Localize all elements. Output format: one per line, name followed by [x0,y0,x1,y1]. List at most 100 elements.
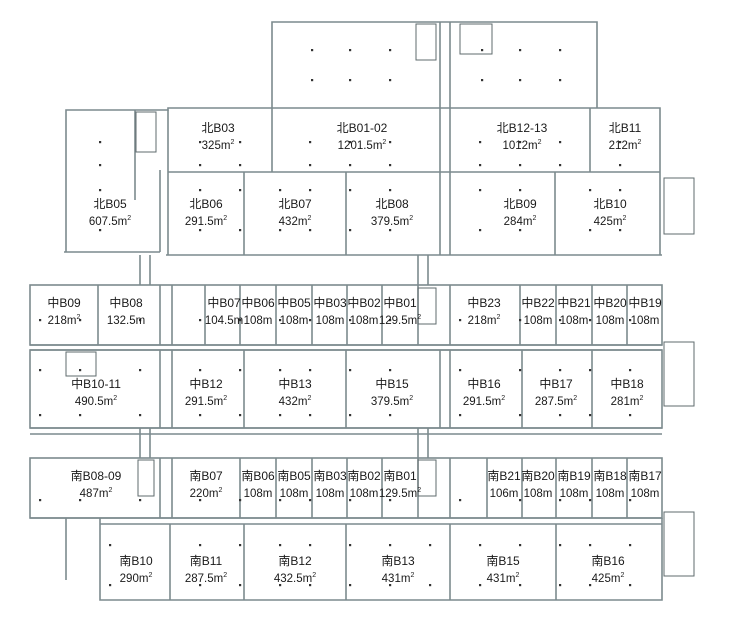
column-dot [279,584,282,587]
unit-area: 607.5m2 [89,215,131,228]
unit-area: 108m [524,315,553,327]
unit-area-exponent: 2 [501,395,505,402]
unit-area-value: 432m [279,396,308,408]
column-dot [559,164,562,167]
column-dot [389,229,392,232]
unit-area-value: 108m [524,488,553,500]
unit-area-value: 106m [490,488,519,500]
unit-area-value: 487m [80,488,109,500]
structural-columns [39,49,632,587]
column-dot [239,414,242,417]
unit-name: 北B06 [189,197,223,211]
column-dot [279,499,282,502]
column-dot [479,584,482,587]
column-dot [349,79,352,82]
column-dot [589,544,592,547]
column-dot [389,369,392,372]
unit-name: 南B21 [487,468,521,483]
column-dot [459,319,462,322]
column-dot [39,369,42,372]
stair-core-south-left [137,459,155,497]
unit-name: 中B20 [593,295,627,310]
column-dot [629,319,632,322]
unit-area-exponent: 2 [148,572,152,579]
column-dot [309,189,312,192]
unit-name: 南B12 [278,553,312,568]
column-dot [99,229,102,232]
column-dot [199,369,202,372]
column-dot [459,499,462,502]
unit-area: 325m2 [202,139,235,152]
column-dot [479,141,482,144]
unit-area-exponent: 2 [218,487,222,494]
lift-core-north [459,23,493,55]
column-dot [79,499,82,502]
column-dot [279,319,282,322]
wall-north-band [65,107,661,255]
unit-area-exponent: 2 [515,572,519,579]
unit-area: 108m [244,315,273,327]
column-dot [481,49,484,52]
column-dot [519,49,522,52]
unit-area: 218m2 [48,314,81,327]
walls [29,21,663,601]
unit-area: 108m [350,488,379,500]
unit-area-value: 108m [350,315,379,327]
unit-area-value: 108m [280,488,309,500]
column-dot [309,369,312,372]
unit-area: 108m [560,315,589,327]
unit-name: 北B11 [609,121,642,135]
unit-name: 中B07 [207,295,241,310]
unit-area-value: 291.5m [185,216,223,228]
column-dot [629,369,632,372]
column-dot [309,414,312,417]
unit-area-exponent: 2 [409,215,413,222]
column-dot [199,189,202,192]
unit-area: 431m2 [487,572,520,585]
unit-area: 379.5m2 [371,395,413,408]
stair-core-east-1 [663,177,695,235]
column-dot [559,141,562,144]
column-dot [589,499,592,502]
unit-name: 南B02 [347,468,381,483]
column-dot [519,164,522,167]
column-dot [589,584,592,587]
unit-name: 中B18 [610,376,644,391]
column-dot [479,189,482,192]
unit-area-exponent: 2 [307,215,311,222]
unit-area-value: 425m [592,573,621,585]
unit-area-exponent: 2 [496,314,500,321]
column-dot [619,229,622,232]
unit-area-value: 291.5m [463,396,501,408]
unit-name: 中B03 [313,295,347,310]
unit-area: 432m2 [279,395,312,408]
unit-area: 432m2 [279,215,312,228]
column-dot [309,164,312,167]
wall-north-top [271,21,598,108]
unit-name: 南B20 [521,468,555,483]
unit-area: 291.5m2 [185,215,227,228]
column-dot [279,414,282,417]
unit-area: 108m [631,315,660,327]
column-dot [519,79,522,82]
unit-area: 129.5m2 [379,314,421,327]
column-dot [389,544,392,547]
column-dot [559,499,562,502]
column-dot [109,584,112,587]
unit-name: 北B08 [375,197,409,211]
unit-area-exponent: 2 [620,572,624,579]
column-dot [349,141,352,144]
unit-area-value: 132.5m [107,315,145,327]
unit-area-value: 432.5m [274,573,312,585]
column-dot [389,79,392,82]
unit-area-exponent: 2 [108,487,112,494]
unit-name: 南B15 [486,553,520,568]
column-dot [349,499,352,502]
unit-area-exponent: 2 [223,395,227,402]
unit-area-value: 108m [596,488,625,500]
column-dot [139,499,142,502]
column-dot [559,49,562,52]
column-dot [109,544,112,547]
column-dot [309,141,312,144]
